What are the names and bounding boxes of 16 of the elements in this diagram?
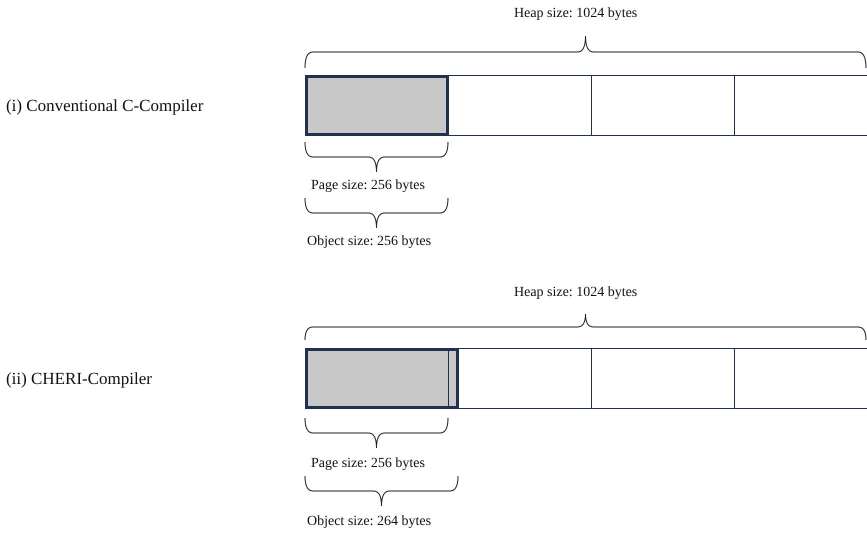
compiler-label: (i) Conventional C-Compiler (6, 96, 204, 116)
page-cell (734, 75, 867, 136)
size-label: Page size: 256 bytes (311, 178, 425, 194)
compiler-label: (ii) CHERI-Compiler (6, 369, 152, 389)
object-block (305, 75, 449, 136)
size-label: Page size: 256 bytes (311, 456, 425, 472)
page-cell (591, 75, 735, 136)
size-label: Object size: 264 bytes (307, 514, 432, 530)
page-cell (448, 75, 592, 136)
page-cell (734, 348, 867, 409)
page-cell (591, 348, 735, 409)
size-label: Object size: 256 bytes (307, 234, 432, 250)
object-block (305, 348, 459, 409)
page-cell (458, 348, 592, 409)
size-label: Heap size: 1024 bytes (514, 6, 638, 22)
size-label: Heap size: 1024 bytes (514, 285, 638, 301)
